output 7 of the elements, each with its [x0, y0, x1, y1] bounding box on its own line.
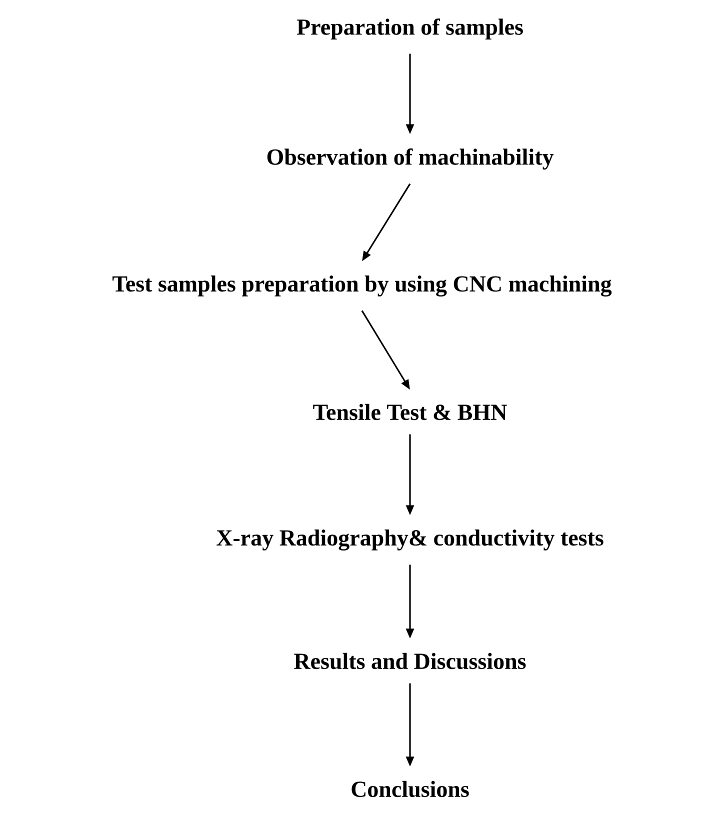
- step-label: X-ray Radiography& conductivity tests: [216, 529, 604, 551]
- step-label: Results and Discussions: [294, 652, 526, 670]
- step-label: Preparation of samples: [296, 18, 523, 40]
- step-label: Test samples preparation by using CNC machining: [112, 275, 612, 297]
- step-label: Observation of machinability: [267, 148, 554, 170]
- step-label: Tensile Test & BHN: [313, 404, 507, 420]
- step-label: Conclusions: [352, 780, 469, 798]
